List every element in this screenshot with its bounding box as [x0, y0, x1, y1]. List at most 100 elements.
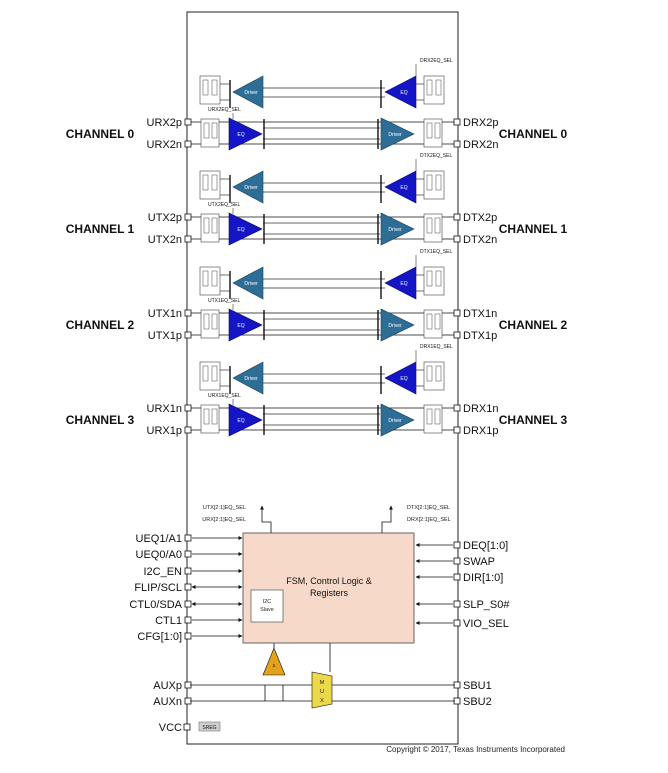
ctrl-pin-box-right: [453, 557, 461, 565]
pin-label-left: URX2n: [147, 139, 182, 151]
ctrl-pin-label-right: DEQ[1:0]: [463, 540, 508, 552]
ctrl-pin-label-left: UEQ1/A1: [136, 533, 182, 545]
eq-reverse-1: [384, 170, 417, 204]
eq-label: EQ: [237, 323, 244, 329]
sreg-label: SREG: [202, 725, 216, 731]
ctrl-pin-box-right: [453, 541, 461, 549]
eq-label: EQ: [400, 90, 407, 96]
eq-reverse-3: [384, 361, 417, 395]
chip-outline: [186, 11, 459, 745]
pin-label-right: DTX1n: [463, 308, 497, 320]
eq-sel-top-label: DRX2EQ_SEL: [420, 58, 453, 64]
channel-label-right: CHANNEL 0: [499, 127, 568, 141]
eq-forward-2: [228, 308, 263, 342]
fsm-control-block: [242, 532, 415, 644]
pin-label-left: URX1n: [147, 403, 182, 415]
pin-label-left: UTX2n: [148, 234, 182, 246]
ctrl-pin-box-left: [184, 534, 192, 542]
ctrl-pin-label-left: UEQ0/A0: [136, 549, 182, 561]
channel-label-left: CHANNEL 1: [66, 222, 135, 236]
drx-eqsel-label: DRX[2:1]EQ_SEL: [407, 517, 451, 523]
pin-label-right: DRX1n: [463, 403, 498, 415]
ctrl-pin-label-left: CTL0/SDA: [129, 599, 182, 611]
pin-label-left: UTX1n: [148, 308, 182, 320]
eq-label: EQ: [237, 418, 244, 424]
pin-box-right: [453, 235, 461, 243]
svg-text:≥: ≥: [273, 663, 276, 669]
ctrl-pin-label-left: CFG[1:0]: [137, 631, 182, 643]
ctrl-pin-label-right: SWAP: [463, 556, 495, 568]
utx-urx-eqsel-arrow: [260, 505, 272, 533]
fsm-title-line2: Registers: [310, 588, 349, 598]
eq-forward-1: [228, 212, 263, 246]
slave-label: Slave: [260, 607, 274, 613]
pin-box-left: [184, 118, 192, 126]
eq-sel-bottom-label: UTX2EQ_SEL: [208, 202, 240, 208]
eq-sel-bottom-label: UTX1EQ_SEL: [208, 298, 240, 304]
driver-forward-3: [380, 403, 415, 437]
driver-label: Driver: [244, 376, 258, 382]
urx-eqsel-label: URX[2:1]EQ_SEL: [202, 517, 246, 523]
controller-section: FSM, Control Logic & Registers I2C Slave…: [202, 505, 451, 644]
svg-text:X: X: [320, 698, 324, 704]
eq-sel-top-label: DTX1EQ_SEL: [420, 249, 452, 255]
eq-label: EQ: [400, 281, 407, 287]
driver-reverse-2: [232, 266, 264, 300]
ctrl-pin-box-left: [184, 583, 192, 591]
ctrl-pin-label-left: CTL1: [155, 615, 182, 627]
sreg-block: [198, 721, 221, 732]
driver-reverse-1: [232, 170, 264, 204]
pin-box-left: [184, 404, 192, 412]
vcc-label: VCC: [159, 722, 182, 734]
ctrl-pin-label-right: VIO_SEL: [463, 618, 509, 630]
i2c-label: I2C: [263, 599, 272, 605]
eq-sel-top-label: DTX2EQ_SEL: [420, 153, 452, 159]
ctrl-pin-box-right: [453, 619, 461, 627]
driver-forward-2: [380, 308, 415, 342]
eq-label: EQ: [237, 132, 244, 138]
eq-forward-3: [228, 403, 263, 437]
i2c-slave-block: [250, 589, 284, 623]
pin-box-left: [184, 426, 192, 434]
ctrl-pin-box-right: [453, 600, 461, 608]
channel-label-left: CHANNEL 2: [66, 318, 135, 332]
eq-reverse-2: [384, 266, 417, 300]
utx-eqsel-label: UTX[2:1]EQ_SEL: [203, 505, 246, 511]
aux-detect-amp: [262, 647, 286, 676]
dtx-drx-eqsel-arrow: [381, 505, 393, 533]
ctrl-pin-box-left: [184, 600, 192, 608]
aux-pin-label-right: SBU1: [463, 680, 492, 692]
ctrl-pin-label-left: FLIP/SCL: [134, 582, 182, 594]
driver-forward-1: [380, 212, 415, 246]
pin-label-right: DTX2n: [463, 234, 497, 246]
pin-label-left: UTX1p: [148, 330, 182, 342]
pin-box-left: [184, 235, 192, 243]
pin-box-right: [453, 426, 461, 434]
driver-label: Driver: [388, 227, 402, 233]
ctrl-pin-box-left: [184, 550, 192, 558]
ctrl-pin-label-left: I2C_EN: [143, 566, 182, 578]
channel-label-left: CHANNEL 0: [66, 127, 135, 141]
pin-box-right: [453, 404, 461, 412]
ctrl-pin-box-right: [453, 573, 461, 581]
ctrl-pin-box-left: [184, 567, 192, 575]
vcc-pin-box: [183, 723, 191, 731]
eq-sel-bottom-label: URX1EQ_SEL: [208, 393, 241, 399]
ctrl-pin-label-right: SLP_S0#: [463, 599, 510, 611]
aux-pin-label-right: SBU2: [463, 696, 492, 708]
channel-label-right: CHANNEL 2: [499, 318, 568, 332]
eq-label: EQ: [400, 185, 407, 191]
pin-box-right: [453, 331, 461, 339]
pin-box-left: [184, 140, 192, 148]
pin-box-right: [453, 309, 461, 317]
pin-label-right: DTX2p: [463, 212, 497, 224]
eq-reverse-0: [384, 75, 417, 109]
pin-label-left: URX2p: [147, 117, 182, 129]
vcc-section: VCC SREG: [159, 721, 221, 734]
channel-label-left: CHANNEL 3: [66, 413, 135, 427]
